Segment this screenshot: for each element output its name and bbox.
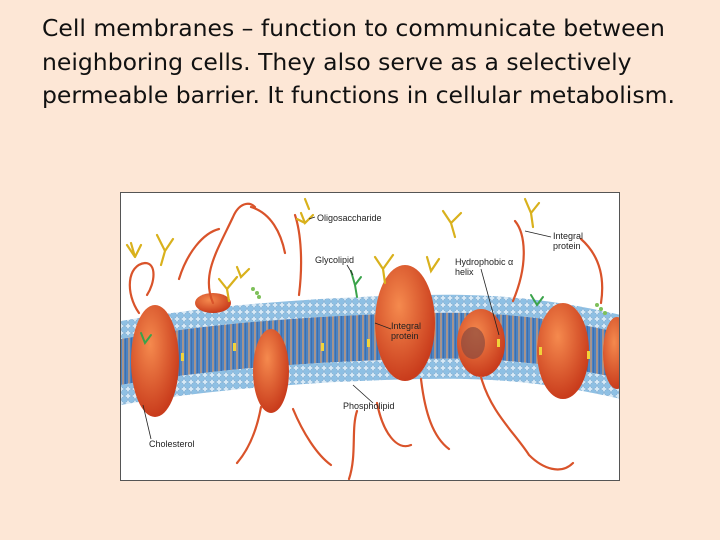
slide-body-text: Cell membranes – function to communicate… (42, 14, 675, 109)
membrane-illustration (121, 197, 619, 480)
cell-membrane-diagram: Oligosaccharide Glycolipid Integral prot… (120, 192, 620, 481)
label-integral-protein-center: Integral protein (391, 321, 422, 341)
label-glycolipid: Glycolipid (315, 255, 355, 265)
label-phospholipid: Phospholipid (343, 401, 395, 411)
label-cholesterol: Cholesterol (149, 439, 195, 449)
label-integral-protein-top: Integral protein (553, 231, 584, 251)
label-oligosaccharide: Oligosaccharide (317, 213, 382, 223)
label-hydrophobic-helix: Hydrophobic α helix (455, 257, 514, 277)
